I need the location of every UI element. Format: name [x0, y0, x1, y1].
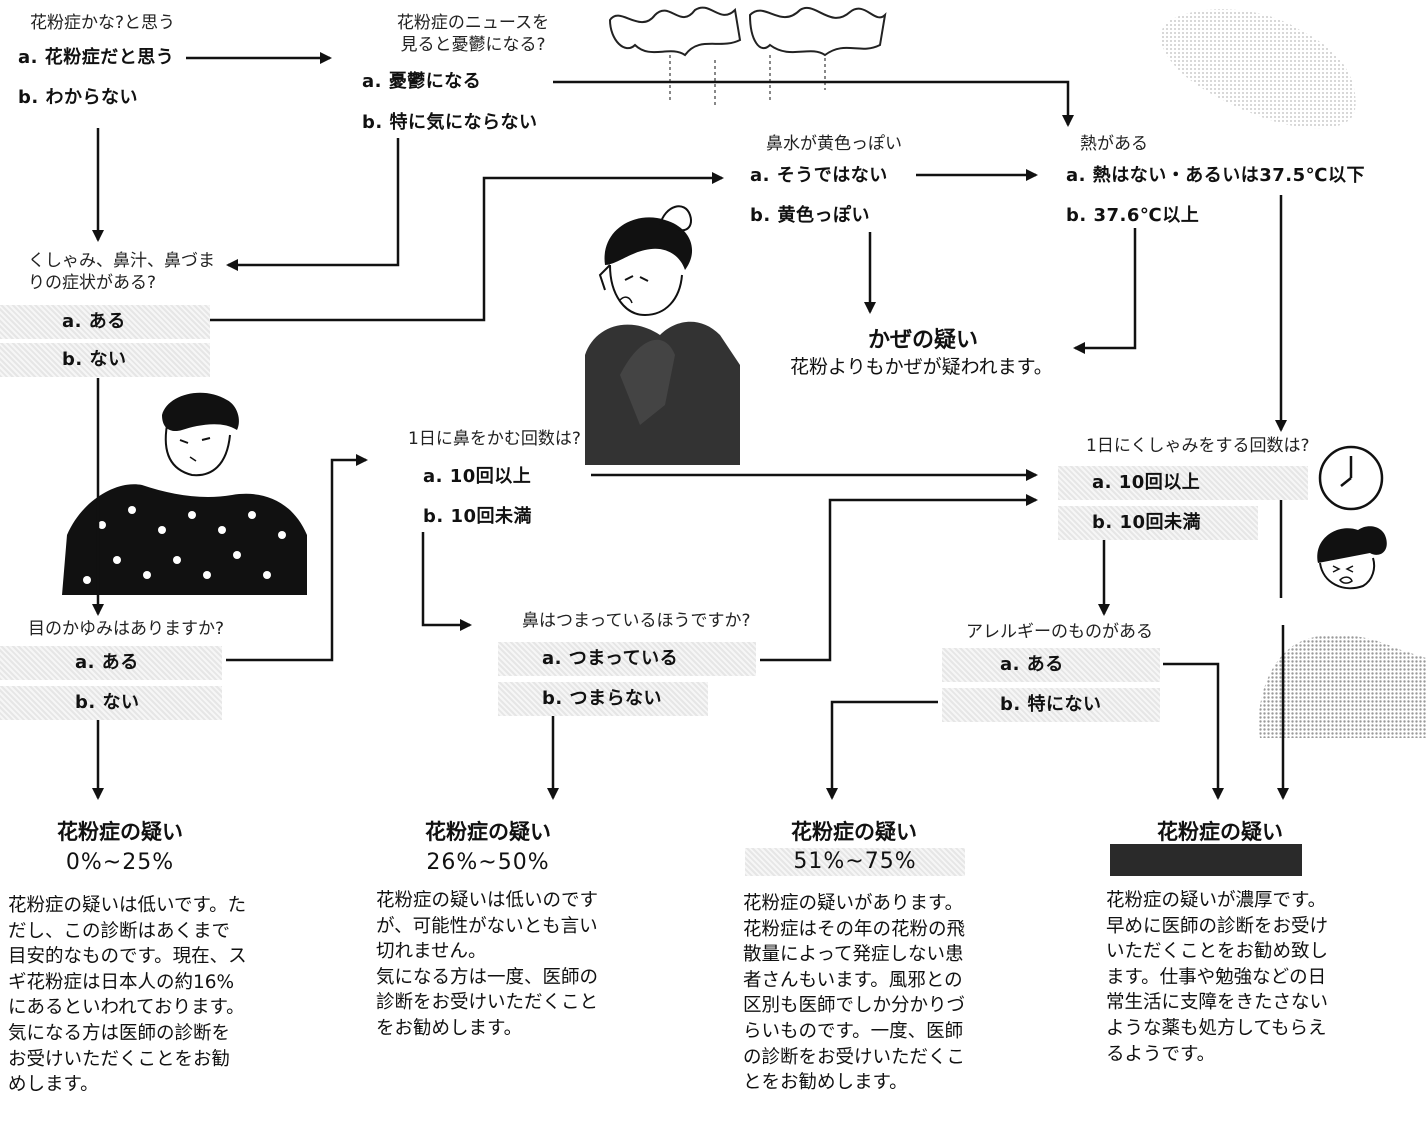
cold-result-desc: 花粉よりもかぜが疑われます。 — [790, 356, 1053, 378]
q9-option-a-label: a. つまっている — [542, 648, 679, 669]
q2-question: 花粉症のニュースを 見ると憂鬱になる? — [396, 13, 550, 55]
clock-icon — [1318, 445, 1384, 511]
q9-option-b-label: b. つまらない — [542, 688, 662, 709]
arm-illustration — [1258, 634, 1426, 738]
q3-option-b[interactable]: b. 黄色っぽい — [750, 205, 870, 226]
q6-option-b[interactable]: b. 10回未満 — [423, 506, 533, 527]
q3-option-a[interactable]: a. そうではない — [750, 165, 888, 186]
pollen-cloud-icon — [1160, 9, 1356, 129]
q5-option-a-label: a. ある — [62, 311, 126, 332]
q6-option-a[interactable]: a. 10回以上 — [423, 466, 532, 487]
woman-illustration — [585, 205, 740, 465]
q5-question: くしゃみ、鼻汁、鼻づまりの症状がある? — [28, 251, 215, 293]
q8-option-b-label: b. ない — [75, 692, 140, 713]
q8-option-b[interactable]: b. ない — [0, 686, 222, 720]
q9-question: 鼻はつまっているほうですか? — [522, 611, 751, 631]
q8-question: 目のかゆみはありますか? — [28, 619, 225, 639]
q7-question: 1日にくしゃみをする回数は? — [1086, 436, 1310, 456]
q2-option-b[interactable]: b. 特に気にならない — [362, 112, 538, 133]
q10-option-a-label: a. ある — [1000, 654, 1064, 675]
q5-option-a[interactable]: a. ある — [0, 305, 210, 339]
q10-option-a[interactable]: a. ある — [942, 648, 1160, 682]
q1-option-a[interactable]: a. 花粉症だと思う — [18, 47, 175, 68]
man-illustration — [62, 392, 307, 595]
result-4-percent — [1110, 844, 1302, 876]
q3-question: 鼻水が黄色っぽい — [766, 134, 902, 154]
q9-option-a[interactable]: a. つまっている — [498, 642, 756, 676]
q10-question: アレルギーのものがある — [966, 622, 1153, 642]
q4-question: 熱がある — [1080, 134, 1148, 154]
q5-option-b[interactable]: b. ない — [0, 343, 210, 377]
result-2-title: 花粉症の疑い — [425, 820, 551, 844]
result-4-title: 花粉症の疑い — [1157, 820, 1283, 844]
q1-option-b[interactable]: b. わからない — [18, 87, 138, 108]
q5-option-b-label: b. ない — [62, 349, 127, 370]
q7-option-a-label: a. 10回以上 — [1092, 472, 1201, 493]
cedar-tree-icon — [608, 6, 887, 108]
q10-option-b-label: b. 特にない — [1000, 694, 1102, 715]
result-3-percent: 51%~75% — [745, 848, 965, 876]
q4-option-a[interactable]: a. 熱はない・あるいは37.5℃以下 — [1066, 165, 1365, 186]
q7-option-a[interactable]: a. 10回以上 — [1058, 466, 1308, 500]
result-4-desc: 花粉症の疑いが濃厚です。早めに医師の診断をお受けいただくことをお勧め致します。仕… — [1106, 890, 1329, 1065]
q7-option-b[interactable]: b. 10回未満 — [1058, 506, 1258, 540]
q6-question: 1日に鼻をかむ回数は? — [408, 429, 581, 449]
result-2-desc: 花粉症の疑いは低いのですが、可能性がないとも言い切れません。 気になる方は一度、… — [376, 890, 599, 1039]
result-1-title: 花粉症の疑い — [57, 820, 183, 844]
q10-option-b[interactable]: b. 特にない — [942, 688, 1160, 722]
q2-option-a[interactable]: a. 憂鬱になる — [362, 71, 482, 92]
q7-option-b-label: b. 10回未満 — [1092, 512, 1202, 533]
cold-result-title: かぜの疑い — [868, 328, 979, 353]
q8-option-a[interactable]: a. ある — [0, 646, 222, 680]
result-1-percent: 0%~25% — [65, 850, 175, 875]
q1-question: 花粉症かな?と思う — [30, 13, 176, 33]
result-3-title: 花粉症の疑い — [791, 820, 917, 844]
q8-option-a-label: a. ある — [75, 652, 139, 673]
result-3-desc: 花粉症の疑いがあります。花粉症はその年の花粉の飛散量によって発症しない患者さんも… — [743, 893, 966, 1094]
q4-option-b[interactable]: b. 37.6℃以上 — [1066, 205, 1200, 226]
q9-option-b[interactable]: b. つまらない — [498, 682, 708, 716]
result-2-percent: 26%~50% — [426, 850, 550, 875]
sneezing-girl-icon — [1317, 526, 1387, 590]
result-1-desc: 花粉症の疑いは低いです。ただし、この診断はあくまで目安的なものです。現在、スギ花… — [8, 895, 247, 1096]
